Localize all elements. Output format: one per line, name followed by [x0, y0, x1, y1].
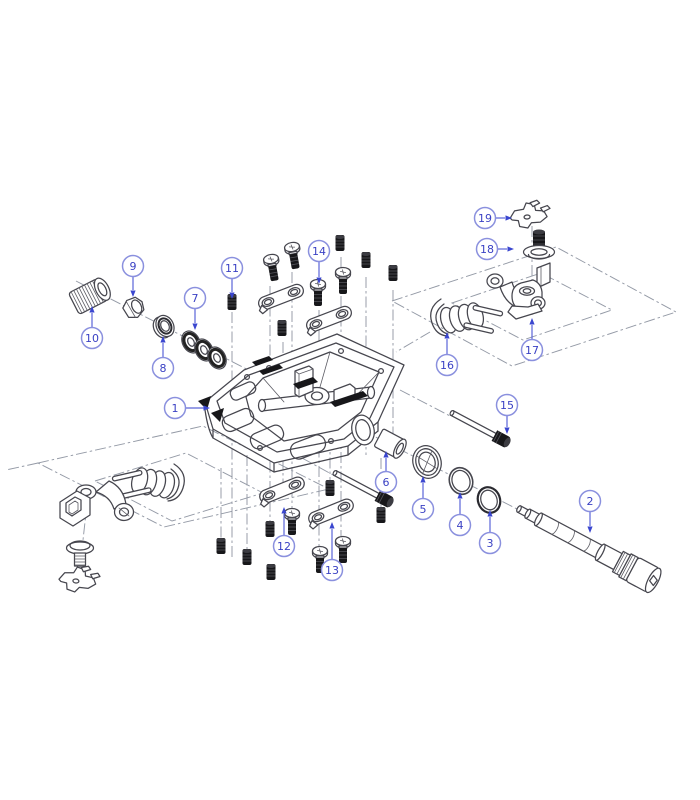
callout-6: 6 — [374, 451, 398, 494]
part-pedal-body — [198, 333, 405, 473]
part-seal — [412, 445, 442, 479]
callout-12: 12 — [272, 507, 296, 558]
part-spring-right — [430, 298, 504, 337]
callout-12-label: 12 — [277, 540, 291, 553]
callout-8-label: 8 — [160, 362, 167, 375]
callout-7: 7 — [183, 286, 207, 330]
callout-19: 19 — [473, 206, 512, 230]
callout-19-label: 19 — [478, 212, 492, 225]
part-washer-bolt-right — [522, 229, 556, 260]
callout-13: 13 — [320, 522, 344, 582]
callout-11-label: 11 — [225, 262, 239, 275]
part-cleat-left — [57, 562, 102, 596]
callout-15: 15 — [495, 393, 519, 434]
callout-14-label: 14 — [312, 245, 326, 258]
callout-10-label: 10 — [85, 332, 99, 345]
callout-15-label: 15 — [500, 399, 514, 412]
part-axle — [516, 505, 662, 594]
callout-11: 11 — [220, 256, 244, 299]
part-bearing — [152, 314, 175, 339]
callout-3: 3 — [478, 510, 502, 555]
part-bearing-stack — [181, 330, 227, 370]
callout-5-label: 5 — [420, 503, 427, 516]
part-washer-bolt-left — [65, 540, 95, 567]
part-clip-arm-left — [59, 480, 135, 527]
callout-16: 16 — [435, 332, 459, 377]
callout-5: 5 — [411, 476, 435, 521]
callout-17-label: 17 — [525, 344, 539, 357]
callout-2: 2 — [578, 489, 602, 533]
callout-14: 14 — [307, 239, 331, 284]
part-o-ring-inner — [476, 486, 502, 514]
callout-3-label: 3 — [487, 537, 494, 550]
callout-8: 8 — [151, 336, 175, 380]
callouts: 1 2 3 4 5 6 7 8 — [80, 206, 602, 582]
callout-4-label: 4 — [457, 519, 464, 532]
part-end-cap — [68, 277, 111, 315]
callout-17: 17 — [520, 318, 544, 362]
callout-1-label: 1 — [172, 402, 179, 415]
part-cleat-right — [508, 198, 552, 230]
part-bushing — [374, 428, 407, 459]
callout-7-label: 7 — [192, 292, 199, 305]
callout-9: 9 — [121, 254, 145, 297]
callout-18-label: 18 — [480, 243, 494, 256]
callout-18: 18 — [475, 237, 514, 261]
callout-13-label: 13 — [325, 564, 339, 577]
callout-10: 10 — [80, 306, 104, 350]
callout-16-label: 16 — [440, 359, 454, 372]
part-clip-arm-right — [486, 262, 551, 320]
callout-2-label: 2 — [587, 495, 594, 508]
callout-4: 4 — [448, 492, 472, 537]
callout-1: 1 — [163, 396, 210, 420]
callout-9-label: 9 — [130, 260, 137, 273]
part-lock-nut — [122, 296, 145, 319]
part-o-ring-outer — [448, 466, 474, 496]
callout-6-label: 6 — [383, 476, 390, 489]
